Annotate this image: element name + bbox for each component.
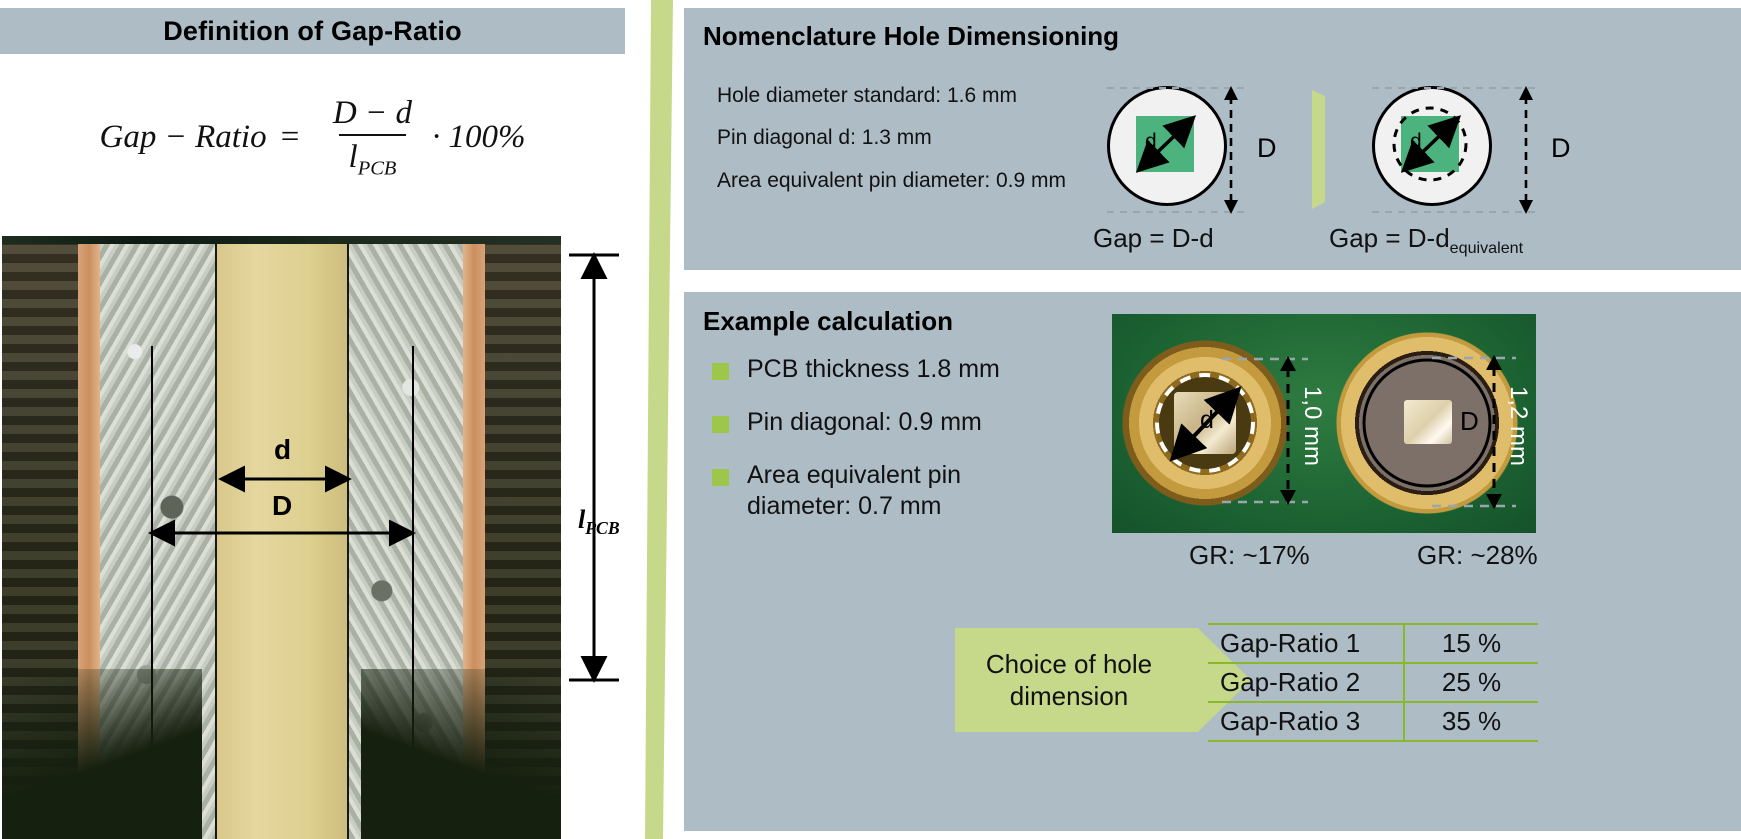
xsec-hole-wall-left [151,346,153,786]
pcb-holes-photo: d 1,0 mm D 1,2 mm [1112,314,1536,533]
xsec-pin-edge-right [347,244,349,839]
pcb-left-dimension-text: 1,0 mm [1299,386,1326,467]
example-bullet-1-text: PCB thickness 1.8 mm [747,355,1000,383]
pcb-thickness-label: lPCB [578,505,620,539]
hole-figure-2-caption-base: Gap = D-d [1329,223,1450,253]
hole-figure-2-d-label: d [1410,130,1422,153]
example-bullet-1: PCB thickness 1.8 mm [712,354,1000,385]
example-bullet-2: Pin diagonal: 0.9 mm [712,407,982,438]
hole-figure-2-caption: Gap = D-dequivalent [1329,223,1523,258]
example-calculation-title: Example calculation [703,306,953,336]
formula-equals: = [278,119,301,156]
formula-denominator-base: l [348,139,358,175]
pcb-right-dimension-text: 1,2 mm [1505,386,1532,467]
choice-arrow-line2: dimension [1009,681,1129,711]
example-bullet-3: Area equivalent pin diameter: 0.7 mm [712,460,1047,521]
xsec-pin [216,244,348,839]
xsec-label-d: d [274,434,292,465]
nomenclature-line-1: Hole diameter standard: 1.6 mm [717,84,1017,107]
pcb-thickness-dimension [569,252,619,683]
xsec-shadow-left [2,669,202,839]
hole-figure-1-caption: Gap = D-d [1093,223,1214,254]
bullet-square-icon [712,416,729,433]
hole-figure-1-caption-base: Gap = D-d [1093,223,1214,253]
gap-ratio-1-value: 15 % [1404,623,1538,664]
hole-figure-1-d-label: d [1145,130,1157,153]
hole-figure-2-caption-sub: equivalent [1449,239,1524,258]
example-bullet-3-text: Area equivalent pin diameter: 0.7 mm [747,461,962,520]
gap-ratio-caption-right: GR: ~28% [1417,540,1538,570]
gap-ratio-caption-left: GR: ~17% [1189,540,1310,570]
example-bullet-2-text: Pin diagonal: 0.9 mm [747,408,982,436]
pcb-thickness-label-sub: PCB [585,518,620,539]
hole-figure-1-D-label: D [1257,133,1277,163]
hole-figure-equivalent-pin: d [1372,86,1492,206]
nomenclature-line-3: Area equivalent pin diameter: 0.9 mm [717,169,1067,192]
formula-denominator: lPCB [338,134,407,181]
table-row: Gap-Ratio 1 15 % [1208,623,1538,664]
gap-ratio-2-value: 25 % [1404,662,1538,703]
formula-numerator: D − d [332,95,412,131]
nomenclature-panel: Nomenclature Hole Dimensioning Hole diam… [684,8,1741,270]
pcb-pin-right [1404,400,1452,444]
bullet-square-icon [712,363,729,380]
formula-multiplier: · 100% [432,119,526,156]
hole-figure-square-pin: d [1107,86,1227,206]
equivalent-circle-and-arrow [1392,106,1468,182]
pcb-thickness-label-base: l [578,505,586,534]
gap-ratio-2-name: Gap-Ratio 2 [1208,662,1405,703]
formula-lhs: Gap − Ratio [99,119,267,156]
pin-diagonal-arrow-1 [1135,115,1197,173]
formula-denominator-sub: PCB [357,157,397,180]
pcb-left-annotations [1155,356,1308,505]
xsec-top-strip [2,236,561,244]
example-calculation-panel: Example calculation PCB thickness 1.8 mm… [684,292,1741,831]
formula-fraction: D − d lPCB [323,95,422,181]
hole-figure-1-D-dimension [1107,86,1244,214]
left-panel-header: Definition of Gap-Ratio [0,8,625,54]
table-row: Gap-Ratio 2 25 % [1208,662,1538,703]
gap-ratio-1-name: Gap-Ratio 1 [1208,623,1405,664]
table-row: Gap-Ratio 3 35 % [1208,701,1538,742]
gap-ratio-3-value: 35 % [1404,701,1538,742]
pcb-right-D-label: D [1460,406,1479,436]
gap-ratio-3-name: Gap-Ratio 3 [1208,701,1405,742]
left-panel: Definition of Gap-Ratio Gap − Ratio = D … [0,0,625,839]
nomenclature-title: Nomenclature Hole Dimensioning [703,21,1120,51]
gap-ratio-table: Gap-Ratio 1 15 % Gap-Ratio 2 25 % Gap-Ra… [1208,623,1538,742]
xsec-label-D: D [272,490,293,521]
pcb-right-annotations [1362,355,1516,509]
hole-figure-2-D-label: D [1551,133,1571,163]
green-divider-wedge [645,0,673,839]
choice-arrow-line1: Choice of hole [985,648,1153,679]
nomenclature-line-2: Pin diagonal d: 1.3 mm [717,126,932,149]
bullet-square-icon [712,469,729,486]
xsec-pin-edge-left [215,244,217,839]
xsec-shadow-right [361,669,561,839]
xsec-hole-wall-right [412,346,414,786]
pcb-left-d-label: d [1200,406,1214,434]
hole-figure-2-D-dimension [1372,86,1539,214]
gap-ratio-formula: Gap − Ratio = D − d lPCB · 100% [0,95,625,181]
figures-separator-wedge [1312,90,1325,209]
pcb-cross-section-image: d D [2,236,561,839]
